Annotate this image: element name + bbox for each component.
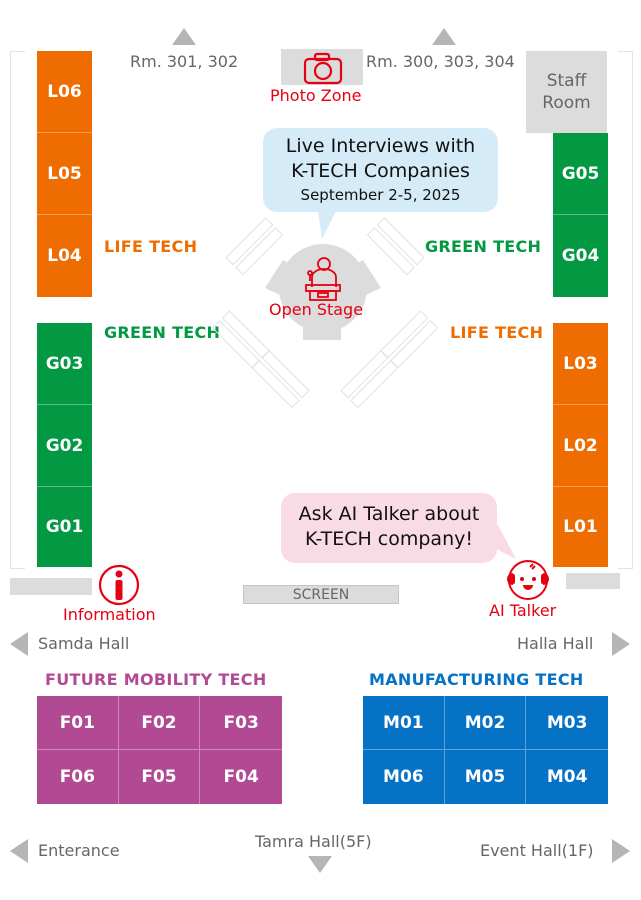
- booth-f04[interactable]: F04: [200, 750, 282, 804]
- interview-bubble: Live Interviews with K-TECH Companies Se…: [263, 128, 498, 212]
- arrow-left-icon[interactable]: [10, 839, 28, 863]
- ai-talker-icon[interactable]: [505, 558, 551, 602]
- zone-label-green-tech-right: GREEN TECH: [425, 237, 542, 256]
- booth-l05[interactable]: L05: [37, 133, 92, 215]
- exit-rm-300-303-304[interactable]: Rm. 300, 303, 304: [366, 52, 515, 71]
- arrow-up-icon[interactable]: [172, 28, 196, 45]
- booth-g02[interactable]: G02: [37, 405, 92, 487]
- photo-zone-label: Photo Zone: [270, 86, 362, 105]
- interview-date: September 2-5, 2025: [300, 186, 461, 204]
- info-desk: [10, 578, 92, 595]
- screen-label: SCREEN: [292, 586, 350, 603]
- exit-halla-hall[interactable]: Halla Hall: [517, 634, 594, 653]
- arrow-left-icon[interactable]: [10, 632, 28, 656]
- zone-label-green-tech-left: GREEN TECH: [104, 323, 221, 342]
- arrow-right-icon[interactable]: [612, 839, 630, 863]
- zone-label-life-tech-left: LIFE TECH: [104, 237, 198, 256]
- booth-g04[interactable]: G04: [553, 215, 608, 297]
- floor-pattern: [211, 217, 439, 409]
- booth-l06[interactable]: L06: [37, 51, 92, 133]
- arrow-down-icon[interactable]: [308, 856, 332, 873]
- booth-f03[interactable]: F03: [200, 696, 282, 750]
- interview-line-1: Live Interviews with: [285, 135, 476, 157]
- open-stage-label: Open Stage: [269, 300, 364, 319]
- open-stage[interactable]: [265, 238, 385, 340]
- left-wall: [10, 51, 25, 569]
- camera-icon: [303, 52, 343, 85]
- future-mobility-title: FUTURE MOBILITY TECH: [45, 670, 267, 689]
- booth-m03[interactable]: M03: [526, 696, 608, 750]
- booth-m02[interactable]: M02: [444, 696, 527, 750]
- ai-bubble-line-2: K-TECH company!: [305, 528, 473, 550]
- exit-event-hall[interactable]: Event Hall(1F): [480, 841, 594, 860]
- staff-room[interactable]: Staff Room: [526, 51, 607, 133]
- staff-room-label: Staff Room: [542, 71, 591, 113]
- exit-samda-hall[interactable]: Samda Hall: [38, 634, 130, 653]
- booth-f05[interactable]: F05: [118, 750, 201, 804]
- booth-l01[interactable]: L01: [553, 487, 608, 567]
- right-wall: [618, 51, 633, 569]
- manufacturing-title: MANUFACTURING TECH: [369, 670, 584, 689]
- booth-l04[interactable]: L04: [37, 215, 92, 297]
- ai-talker-label: AI Talker: [489, 601, 557, 620]
- booth-g03[interactable]: G03: [37, 323, 92, 405]
- exit-rm-301-302[interactable]: Rm. 301, 302: [130, 52, 239, 71]
- speaker-podium-icon: [305, 257, 341, 301]
- information-icon[interactable]: [97, 563, 141, 607]
- right-desk: [566, 573, 620, 589]
- future-mobility-booths: F01 F02 F03 F06 F05 F04: [37, 696, 282, 804]
- interview-line-2: K-TECH Companies: [291, 160, 470, 182]
- ai-talker-bubble: Ask AI Talker about K-TECH company!: [281, 493, 497, 563]
- booth-g05[interactable]: G05: [553, 133, 608, 215]
- booth-m06[interactable]: M06: [363, 750, 445, 804]
- booth-f01[interactable]: F01: [37, 696, 119, 750]
- ai-bubble-tail: [488, 525, 516, 559]
- booth-l02[interactable]: L02: [553, 405, 608, 487]
- booth-m01[interactable]: M01: [363, 696, 445, 750]
- ai-bubble-line-1: Ask AI Talker about: [298, 503, 480, 525]
- booth-m04[interactable]: M04: [526, 750, 608, 804]
- booth-f06[interactable]: F06: [37, 750, 119, 804]
- arrow-up-icon[interactable]: [432, 28, 456, 45]
- exit-entrance[interactable]: Enterance: [38, 841, 120, 860]
- interview-bubble-tail: [318, 211, 336, 239]
- booth-m05[interactable]: M05: [444, 750, 527, 804]
- exit-tamra-hall[interactable]: Tamra Hall(5F): [255, 832, 372, 851]
- arrow-right-icon[interactable]: [612, 632, 630, 656]
- screen: SCREEN: [243, 585, 399, 604]
- zone-label-life-tech-right: LIFE TECH: [450, 323, 544, 342]
- manufacturing-booths: M01 M02 M03 M06 M05 M04: [363, 696, 608, 804]
- information-label: Information: [63, 605, 156, 624]
- booth-l03[interactable]: L03: [553, 323, 608, 405]
- booth-f02[interactable]: F02: [118, 696, 201, 750]
- booth-g01[interactable]: G01: [37, 487, 92, 567]
